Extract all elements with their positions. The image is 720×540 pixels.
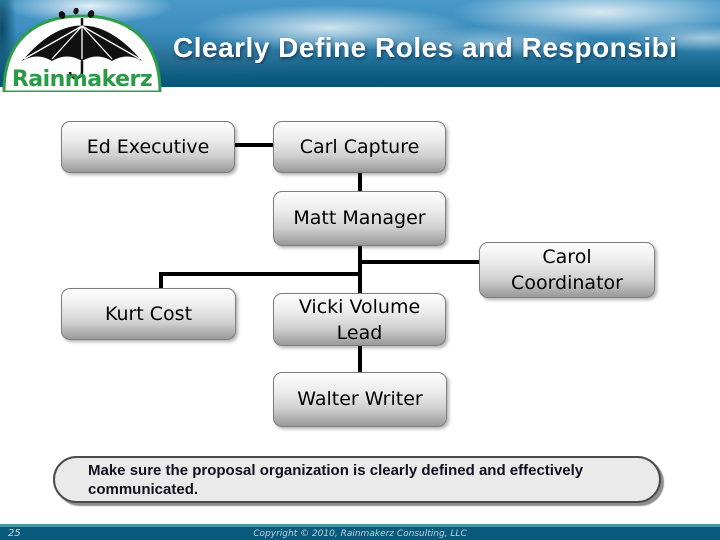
copyright-text: Copyright © 2010, Rainmakerz Consulting,… [253, 529, 467, 539]
connector-carl-matt [358, 173, 362, 191]
org-box-label: Carol Coordinator [511, 246, 623, 294]
footer-divider [0, 524, 720, 527]
connector-vicki-walter [358, 346, 362, 372]
rainmakerz-logo: Rainmakerz [2, 8, 162, 92]
connector-matt-carol [362, 260, 479, 264]
org-box-label: Vicki Volume Lead [298, 295, 421, 344]
org-box-walter-writer: Walter Writer [273, 372, 447, 427]
org-box-kurt-cost: Kurt Cost [61, 288, 236, 340]
raindrops-icon [58, 8, 95, 19]
footer-bar [0, 527, 720, 540]
org-box-ed-executive: Ed Executive [61, 121, 235, 173]
slide-title: Clearly Define Roles and Responsibi [173, 32, 678, 63]
page-number: 25 [8, 528, 21, 539]
connector-ed-carl [235, 143, 273, 147]
org-box-carol-coordinator: Carol Coordinator [479, 242, 655, 298]
org-box-label: Kurt Cost [104, 302, 193, 325]
org-box-label: Matt Manager [293, 207, 426, 229]
callout-banner: Make sure the proposal organization is c… [53, 456, 661, 503]
connector-matt-kurt-horizontal [159, 272, 362, 276]
org-box-label: Ed Executive [86, 135, 210, 158]
logo-wordmark: Rainmakerz [12, 67, 152, 92]
org-box-carl-capture: Carl Capture [273, 121, 446, 173]
connector-matt-kurt-drop [159, 272, 163, 288]
umbrella-icon [22, 18, 142, 80]
org-box-vicki-volume-lead: Vicki Volume Lead [273, 293, 446, 346]
org-box-matt-manager: Matt Manager [273, 191, 446, 246]
connector-matt-vicki [358, 246, 362, 293]
org-box-label: Walter Writer [297, 388, 423, 410]
org-box-label: Carl Capture [299, 135, 420, 158]
callout-text: Make sure the proposal organization is c… [88, 461, 584, 498]
